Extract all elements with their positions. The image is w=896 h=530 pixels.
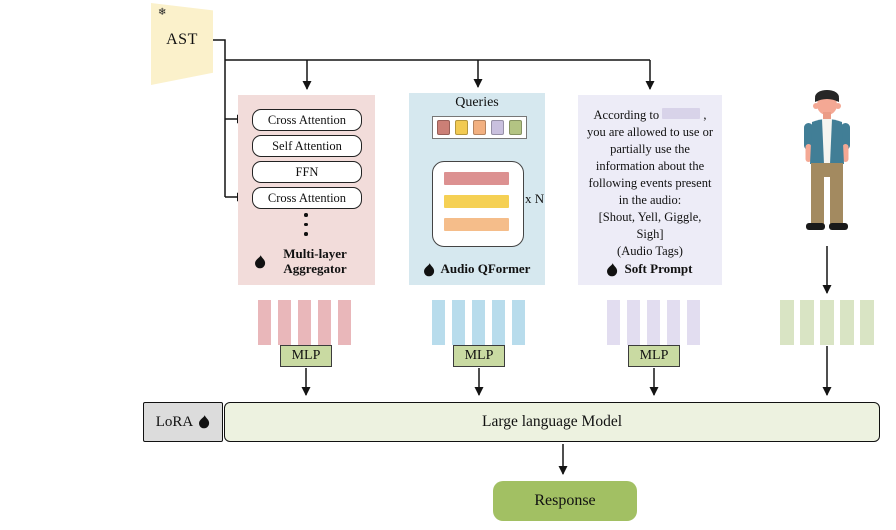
mlp-label: MLP <box>464 348 494 363</box>
query-token <box>491 120 504 135</box>
self-attention-layer: Self Attention <box>252 135 362 157</box>
masked-token-blank <box>662 108 701 119</box>
llm-label: Large language Model <box>481 413 623 430</box>
audio-qformer-panel: Queries x N Audio QFormer <box>409 93 545 285</box>
soft-prompt-caption-text: Soft Prompt <box>624 261 693 277</box>
token-bar <box>647 300 660 345</box>
response-label: Response <box>534 492 596 509</box>
mlp-adapter: MLP <box>453 345 505 367</box>
lora-label: LoRA <box>155 413 194 430</box>
soft-prompt-text: According to , you are allowed to use or… <box>583 107 717 260</box>
soft-prompt-text-before: According to <box>593 108 660 122</box>
flame-icon <box>423 262 434 276</box>
large-language-model-block: Large language Model <box>224 402 880 442</box>
soft-prompt-text-after: , you are allowed to use or partially us… <box>586 108 713 207</box>
mlp-adapter: MLP <box>628 345 680 367</box>
audio-tags-line: [Shout, Yell, Giggle, <box>598 210 702 224</box>
flame-icon <box>199 415 210 429</box>
query-token <box>509 120 522 135</box>
qformer-layer-bar <box>444 218 509 231</box>
flame-icon <box>255 255 266 269</box>
mlp-label: MLP <box>639 348 669 363</box>
queries-label: Queries <box>455 95 499 110</box>
token-bar <box>800 300 814 345</box>
token-bar <box>860 300 874 345</box>
token-bar <box>667 300 680 345</box>
query-token-strip <box>432 116 527 139</box>
user-illustration <box>804 90 850 230</box>
mlp-adapter: MLP <box>280 345 332 367</box>
qformer-layer-bar <box>444 172 509 185</box>
token-bar <box>298 300 311 345</box>
lora-adapter-block: LoRA <box>143 402 223 442</box>
ffn-layer: FFN <box>252 161 362 183</box>
token-bar <box>318 300 331 345</box>
aggregator-caption: Multi-layer Aggregator <box>238 246 375 277</box>
cross-attention-layer: Cross Attention <box>252 109 362 131</box>
aggregator-caption-text: Multi-layer Aggregator <box>283 246 347 277</box>
soft-prompt-caption: Soft Prompt <box>578 261 722 277</box>
flame-icon <box>607 262 618 276</box>
token-bar <box>687 300 700 345</box>
mlp-label: MLP <box>291 348 321 363</box>
qformer-token-group <box>432 300 525 345</box>
token-bar <box>432 300 445 345</box>
ast-label: AST <box>166 31 198 48</box>
token-bar <box>840 300 854 345</box>
response-block: Response <box>493 481 637 521</box>
repeat-n-label: x N <box>525 191 545 206</box>
token-bar <box>452 300 465 345</box>
query-token <box>437 120 450 135</box>
qformer-caption-text: Audio QFormer <box>440 261 531 277</box>
soft-prompt-panel: According to , you are allowed to use or… <box>578 95 722 285</box>
audio-tags-note: (Audio Tags) <box>617 244 683 258</box>
query-token <box>455 120 468 135</box>
token-bar <box>338 300 351 345</box>
query-token <box>473 120 486 135</box>
qformer-block <box>432 161 524 247</box>
cross-attention-layer: Cross Attention <box>252 187 362 209</box>
token-bar <box>627 300 640 345</box>
token-bar <box>258 300 271 345</box>
token-bar <box>780 300 794 345</box>
multi-layer-aggregator-panel: Cross Attention Self Attention FFN Cross… <box>238 95 375 285</box>
token-bar <box>607 300 620 345</box>
token-bar <box>512 300 525 345</box>
arrow-ast-trunk <box>213 39 226 197</box>
qformer-layer-bar <box>444 195 509 208</box>
soft-prompt-token-group <box>607 300 700 345</box>
token-bar <box>278 300 291 345</box>
aggregator-token-group <box>258 300 351 345</box>
token-bar <box>472 300 485 345</box>
ellipsis-dots <box>304 213 308 242</box>
qformer-caption: Audio QFormer <box>409 261 545 277</box>
text-token-group <box>780 300 874 345</box>
token-bar <box>820 300 834 345</box>
ast-encoder-block: ❄ AST <box>151 3 213 85</box>
token-bar <box>492 300 505 345</box>
audio-tags-line2: Sigh] <box>636 227 664 241</box>
snowflake-icon: ❄ <box>158 7 167 18</box>
